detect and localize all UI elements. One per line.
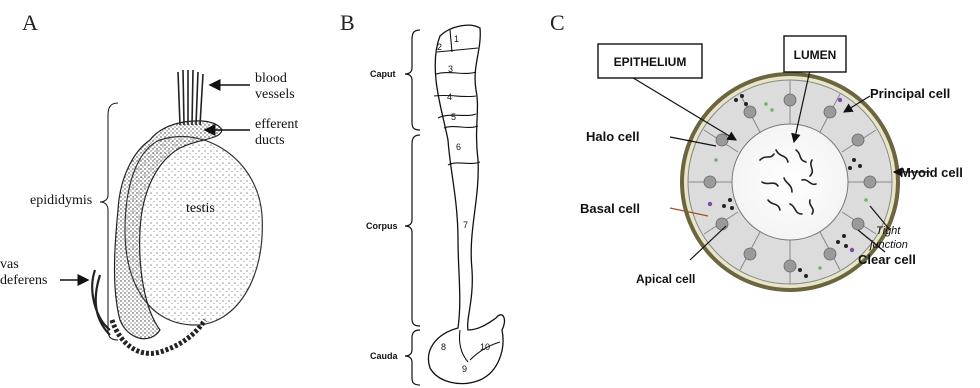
segment-9: 9: [462, 364, 467, 374]
segment-2: 2: [437, 42, 442, 52]
lumen-label: LUMEN: [794, 48, 837, 62]
vas-deferens-drawing: [92, 270, 110, 335]
cauda-label: Cauda: [370, 351, 399, 361]
efferent-ducts-label-2: ducts: [255, 133, 285, 148]
epididymis-outline: [428, 25, 504, 383]
blood-vessels-drawing: [178, 70, 203, 125]
principal-cell-label: Principal cell: [870, 86, 950, 101]
panel-a: A blood vessels efferent ducts testis ep…: [0, 0, 330, 388]
segment-7: 7: [463, 220, 468, 230]
testis-label: testis: [186, 201, 215, 216]
region-brackets: [405, 30, 420, 385]
caput-label: Caput: [370, 69, 396, 79]
blood-vessels-label-1: blood: [255, 71, 287, 86]
corpus-label: Corpus: [366, 221, 398, 231]
segment-4: 4: [447, 92, 452, 102]
segment-10: 10: [480, 342, 490, 352]
region-labels: Caput Corpus Cauda: [366, 69, 399, 361]
blood-vessels-label-2: vessels: [255, 87, 295, 102]
segment-8: 8: [441, 342, 446, 352]
epididymis-bracket: [100, 103, 118, 340]
panel-a-drawing: A blood vessels efferent ducts testis ep…: [0, 0, 330, 388]
myoid-cell-label: Myoid cell: [900, 165, 963, 180]
panel-b-drawing: B 1 2 3 4 5 6 7 8 9 10 Caput Corpus Caud…: [340, 0, 530, 388]
panel-b-label: B: [340, 10, 355, 35]
segment-5: 5: [451, 112, 456, 122]
vas-deferens-label-2: deferens: [0, 273, 47, 288]
halo-cell-label: Halo cell: [586, 129, 639, 144]
panel-c: C: [540, 0, 980, 388]
segment-6: 6: [456, 142, 461, 152]
panel-a-label: A: [22, 10, 38, 35]
apical-cell-label: Apical cell: [636, 272, 695, 286]
vas-deferens-label-1: vas: [0, 257, 19, 272]
panel-c-drawing: C: [540, 0, 980, 388]
segment-3: 3: [448, 64, 453, 74]
clear-cell-label: Clear cell: [858, 252, 916, 267]
panel-b: B 1 2 3 4 5 6 7 8 9 10 Caput Corpus Caud…: [340, 0, 530, 388]
epididymis-label: epididymis: [30, 193, 92, 208]
epithelium-label: EPITHELIUM: [614, 55, 687, 69]
panel-c-label: C: [550, 10, 565, 35]
segment-1: 1: [454, 34, 459, 44]
tight-junction-label-1: Tight: [876, 225, 901, 237]
basal-cell-label: Basal cell: [580, 201, 640, 216]
efferent-ducts-label-1: efferent: [255, 117, 298, 132]
tight-junction-label-2: junction: [868, 239, 908, 251]
